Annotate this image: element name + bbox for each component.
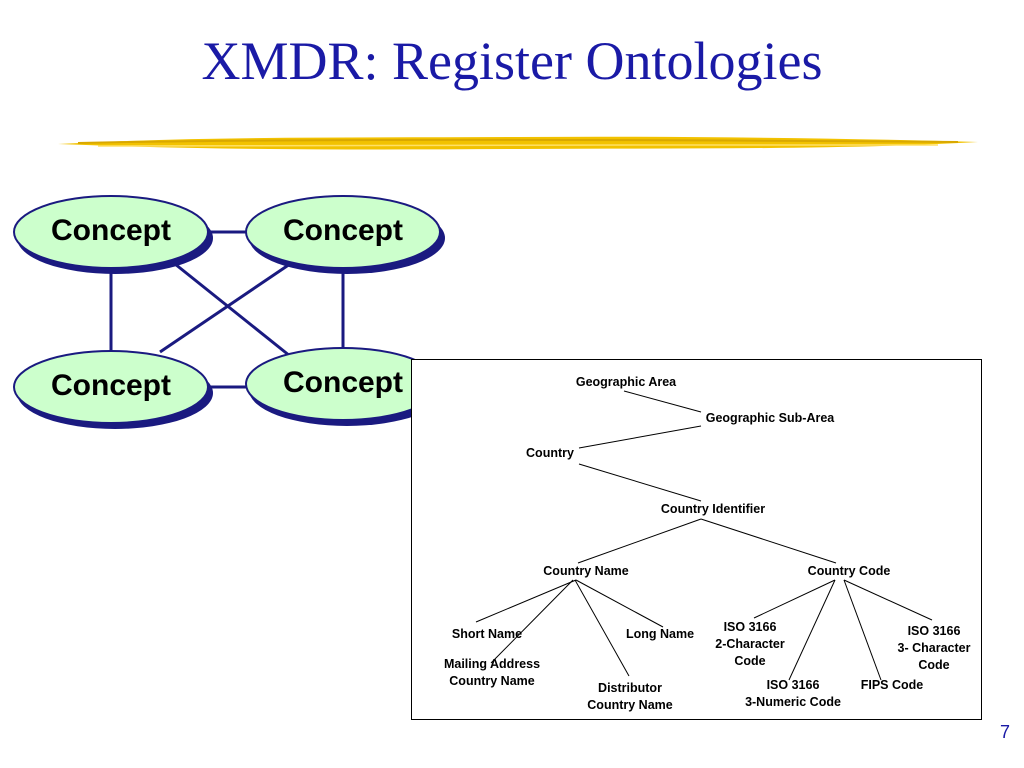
node-distributor-country-name: Distributor Country Name — [587, 681, 673, 712]
node-country-code: Country Code — [807, 564, 891, 578]
node-fips-code: FIPS Code — [860, 678, 924, 692]
node-country-name: Country Name — [543, 564, 629, 578]
node-iso-3166-3-character-code: ISO 3166 3- Character Code — [897, 624, 971, 672]
node-geographic-sub-area: Geographic Sub-Area — [705, 411, 835, 425]
concept-node-top-right — [245, 195, 445, 274]
connector-diagonal-1 — [174, 262, 291, 358]
country-ontology-tree: Geographic Area Geographic Sub-Area Coun… — [411, 359, 982, 720]
concept-node-top-left — [13, 195, 213, 274]
node-geographic-area: Geographic Area — [575, 375, 677, 389]
concept-label-top-left: Concept — [51, 214, 171, 247]
page-number: 7 — [999, 722, 1010, 742]
node-iso-3166-3-numeric-code: ISO 3166 3-Numeric Code — [745, 678, 841, 709]
node-long-name: Long Name — [625, 627, 695, 641]
slide-title: XMDR: Register Ontologies — [201, 31, 823, 91]
concept-label-top-right: Concept — [283, 214, 403, 247]
connector-diagonal-2 — [159, 262, 291, 354]
title-underline — [58, 136, 978, 150]
concept-connectors — [109, 230, 345, 389]
concept-node-bottom-left — [13, 350, 213, 429]
concept-label-bottom-right: Concept — [283, 366, 403, 399]
node-country: Country — [526, 446, 574, 460]
node-short-name: Short Name — [451, 627, 523, 641]
node-country-identifier: Country Identifier — [660, 502, 766, 516]
node-iso-3166-2-character-code: ISO 3166 2-Character Code — [715, 620, 785, 668]
concept-label-bottom-left: Concept — [51, 369, 171, 402]
node-mailing-address-country-name: Mailing Address Country Name — [443, 657, 541, 688]
tree-edges — [475, 390, 933, 681]
